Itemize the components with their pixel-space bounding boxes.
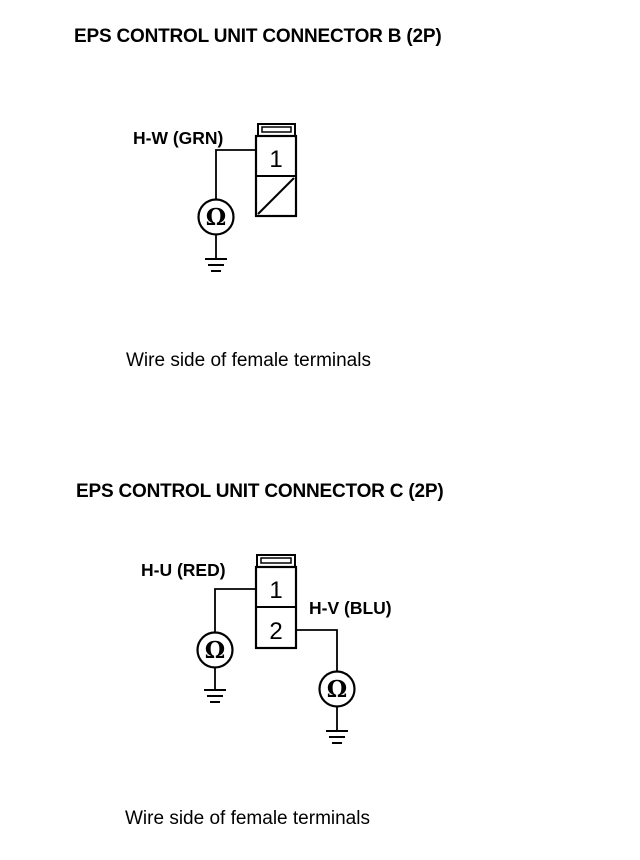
connector-c-wire-1 [214, 588, 256, 632]
connector-c-wire-label-2: H-V (BLU) [309, 598, 392, 618]
connector-c-pin-2: 2 [269, 618, 282, 645]
connector-b-meter-symbol: Ω [206, 204, 226, 231]
connector-c-diagram: H-U (RED) H-V (BLU) 1 2 Ω [141, 554, 392, 744]
connector-b-pin-2-unused [257, 177, 295, 215]
connector-b-caption: Wire side of female terminals [126, 350, 371, 371]
connector-b-wire-label: H-W (GRN) [133, 128, 223, 148]
ground-icon [205, 258, 227, 272]
connector-c-caption: Wire side of female terminals [125, 808, 370, 829]
connector-c-meter-1-symbol: Ω [205, 637, 225, 664]
ohmmeter-icon: Ω [318, 670, 356, 708]
connector-b-housing [254, 123, 298, 218]
ground-icon [204, 689, 226, 703]
connector-b-diagram: H-W (GRN) 1 Ω [133, 123, 298, 272]
connector-b-wire [215, 149, 256, 199]
ohmmeter-icon: Ω [197, 198, 235, 236]
connector-c-housing [254, 554, 298, 650]
connector-c-wire-label-1: H-U (RED) [141, 560, 226, 580]
connector-b-heading: EPS CONTROL UNIT CONNECTOR B (2P) [74, 26, 442, 47]
ground-icon [326, 730, 348, 744]
connector-c-meter-2-symbol: Ω [327, 676, 347, 703]
ohmmeter-icon: Ω [196, 631, 234, 669]
connector-c-pin-1: 1 [269, 577, 282, 604]
connector-c-heading: EPS CONTROL UNIT CONNECTOR C (2P) [76, 481, 444, 502]
connector-c-wire-2 [296, 629, 338, 671]
connector-b-pin-1: 1 [269, 146, 282, 173]
